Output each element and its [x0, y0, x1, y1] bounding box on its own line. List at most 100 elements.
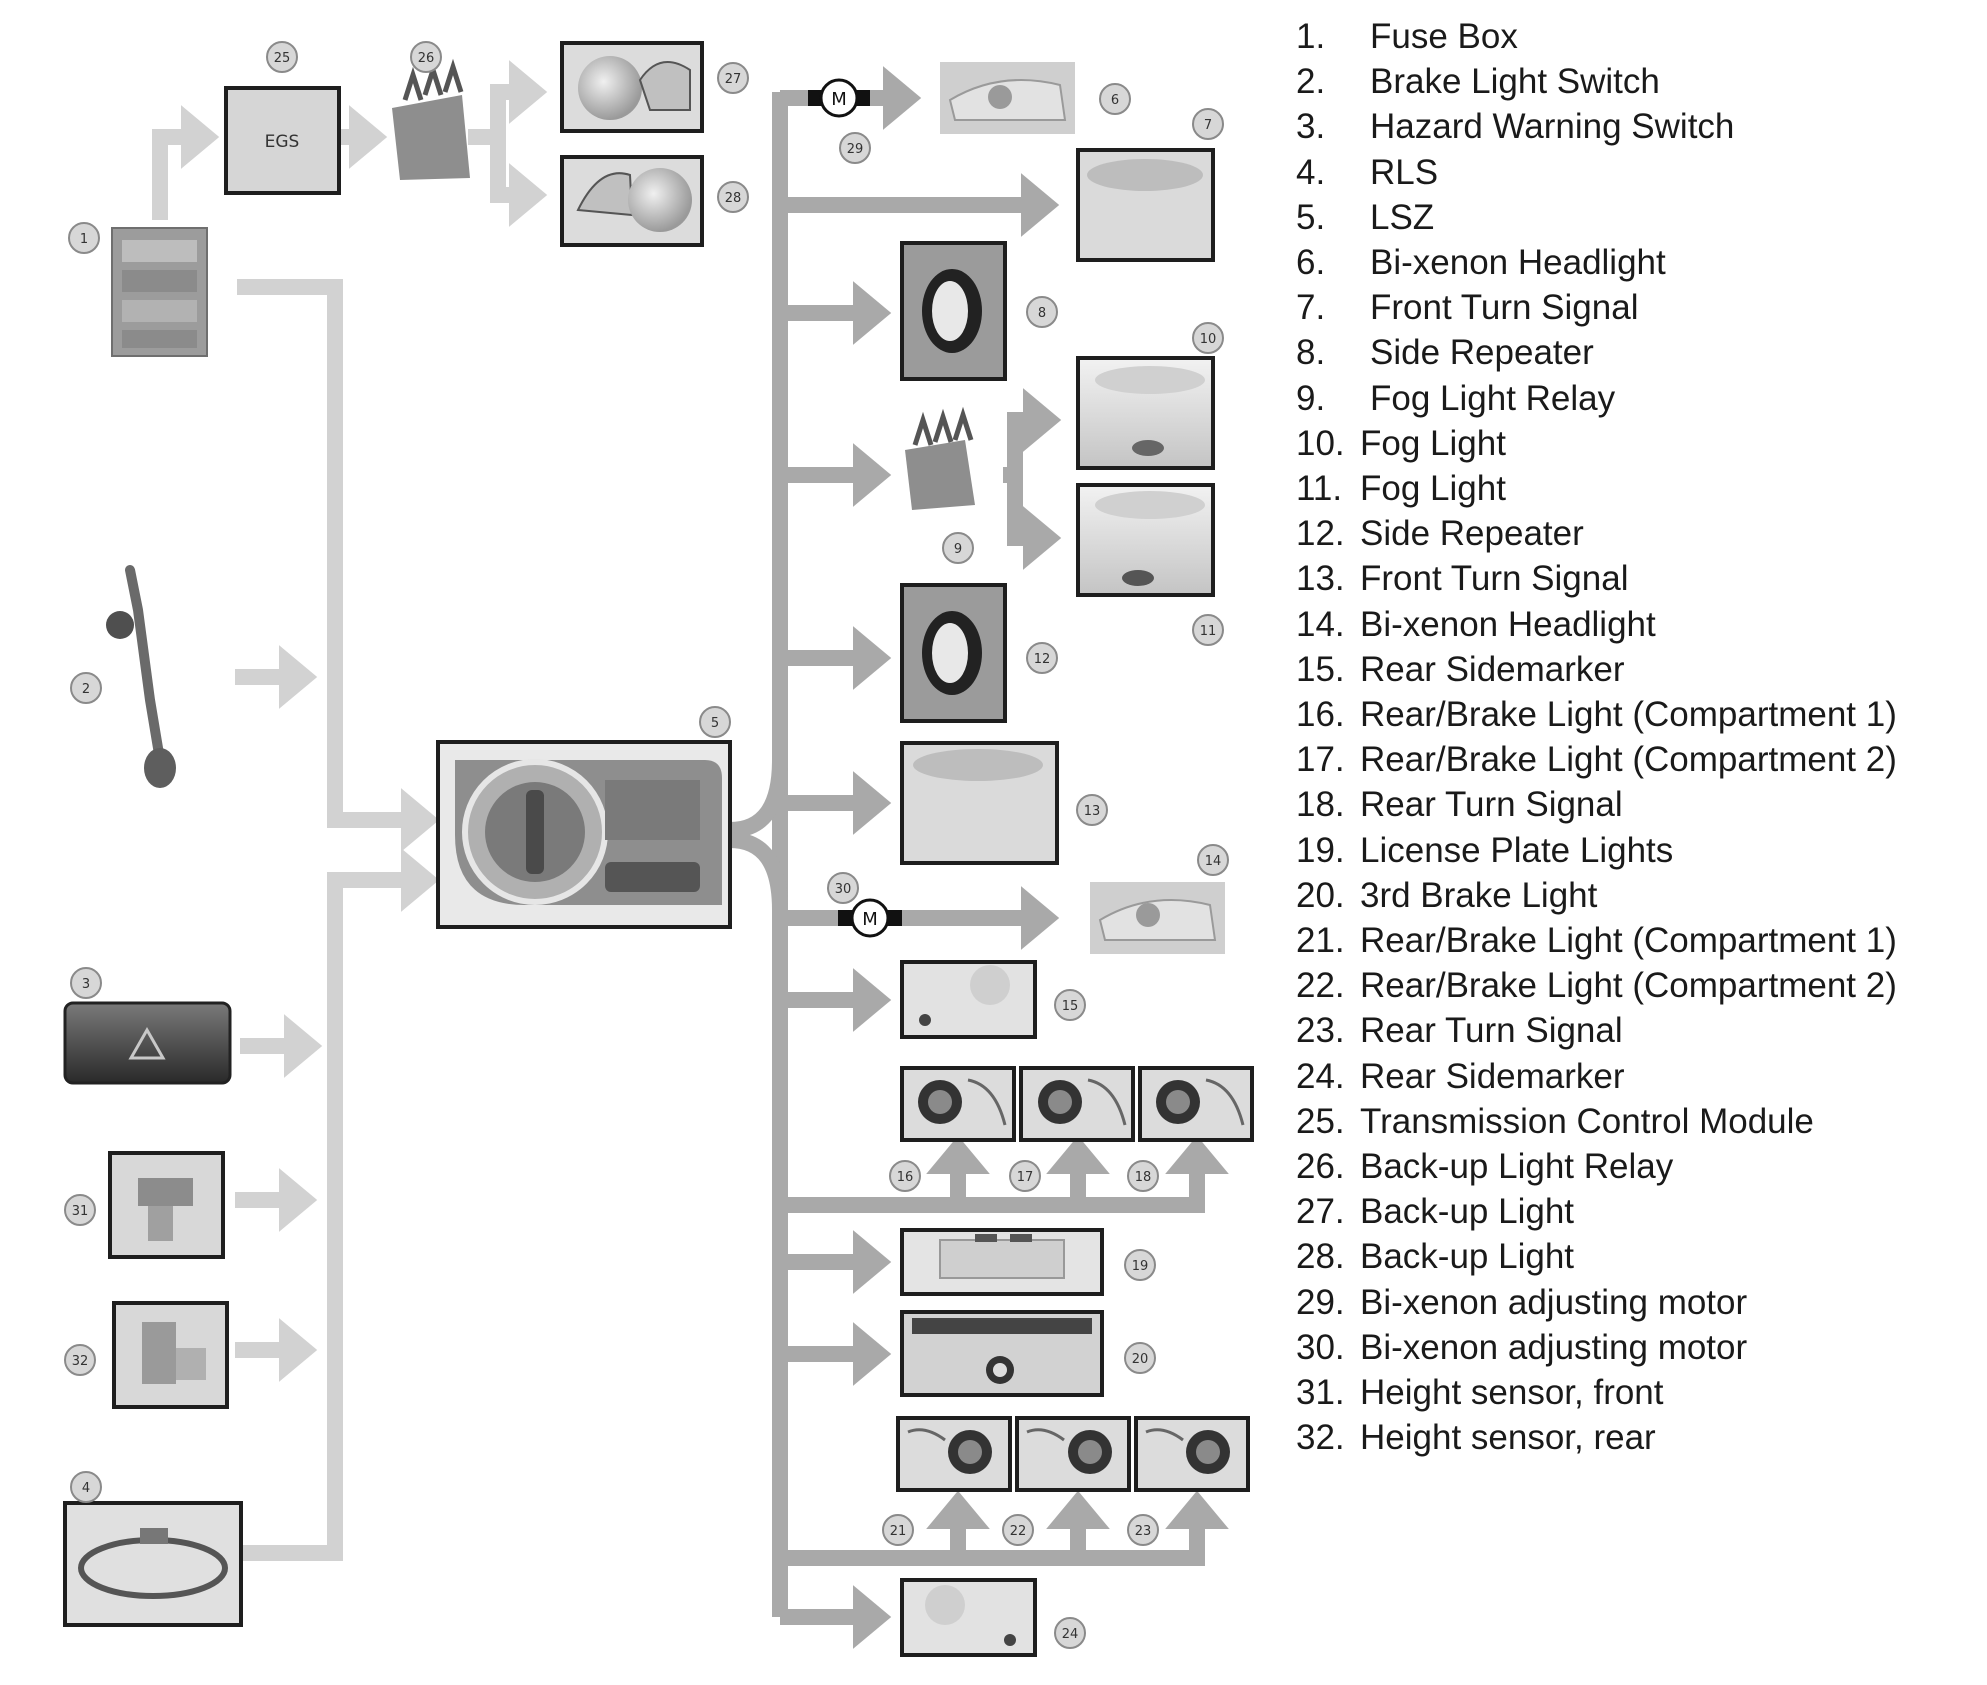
legend-item: 14. Bi-xenon Headlight	[1296, 602, 1986, 647]
callout-number: 24	[1062, 1627, 1079, 1642]
legend-label: Rear/Brake Light (Compartment 2)	[1360, 966, 1897, 1006]
callout-bubble: 21	[882, 1514, 914, 1546]
legend-label: Back-up Light	[1360, 1237, 1575, 1277]
backup-light-27	[560, 41, 704, 133]
callout-number: 17	[1017, 1170, 1034, 1185]
legend-item: 29.Bi-xenon adjusting motor	[1296, 1280, 1986, 1325]
legend-item: 27.Back-up Light	[1296, 1189, 1986, 1234]
callout-bubble: 23	[1127, 1514, 1159, 1546]
callout-number: 15	[1062, 999, 1079, 1014]
legend-item: 5.LSZ	[1296, 195, 1986, 240]
motor-label-30: M	[862, 909, 878, 930]
legend-label: Height sensor, front	[1360, 1373, 1664, 1413]
callout-number: 3	[82, 977, 90, 992]
callout-bubble: 16	[889, 1160, 921, 1192]
legend-label: Rear Sidemarker	[1360, 1056, 1625, 1096]
egs-label: EGS	[265, 132, 300, 152]
callout-number: 32	[72, 1354, 89, 1369]
hazard-warning-switch	[63, 1001, 232, 1085]
front-turn-signal-13	[900, 741, 1059, 865]
rear-turn-signal-23	[1134, 1416, 1250, 1492]
legend-number: 14.	[1296, 604, 1345, 644]
legend-item: 30. Bi-xenon adjusting motor	[1296, 1325, 1986, 1370]
callout-bubble: 12	[1026, 642, 1058, 674]
legend-label: RLS	[1370, 152, 1439, 192]
legend-item: 2. Brake Light Switch	[1296, 59, 1986, 104]
legend-item: 23.Rear Turn Signal	[1296, 1008, 1986, 1053]
callout-bubble: 32	[64, 1344, 96, 1376]
legend-item: 25.Transmission Control Module	[1296, 1099, 1986, 1144]
legend-label: Brake Light Switch	[1370, 62, 1660, 102]
legend-item: 19.License Plate Lights	[1296, 828, 1986, 873]
legend-label: Fuse Box	[1370, 17, 1518, 56]
callout-bubble: 4	[70, 1471, 102, 1503]
callout-number: 30	[835, 882, 852, 897]
legend-number: 30.	[1296, 1327, 1345, 1367]
legend-item: 1. Fuse Box	[1296, 14, 1986, 59]
callout-number: 9	[954, 542, 962, 557]
callout-number: 28	[725, 191, 742, 206]
transmission-control-module: EGS	[224, 86, 341, 195]
callout-bubble: 13	[1076, 794, 1108, 826]
callout-number: 16	[897, 1170, 914, 1185]
legend-item: 12.Side Repeater	[1296, 511, 1986, 556]
callout-number: 19	[1132, 1259, 1149, 1274]
backup-light-28	[560, 155, 704, 247]
callout-number: 11	[1200, 624, 1217, 639]
legend-number: 4.	[1296, 152, 1326, 192]
callout-number: 20	[1132, 1352, 1149, 1367]
legend-number: 21.	[1296, 921, 1345, 961]
bixenon-motor-29: M	[808, 78, 870, 118]
legend-label: Rear Turn Signal	[1360, 1011, 1623, 1051]
callout-number: 1	[80, 232, 88, 247]
callout-bubble: 24	[1054, 1617, 1086, 1649]
rear-brake-light-16	[900, 1066, 1016, 1142]
legend-number: 7.	[1296, 288, 1326, 328]
legend-item: 18.Rear Turn Signal	[1296, 782, 1986, 827]
callout-bubble: 9	[942, 532, 974, 564]
callout-number: 4	[82, 1481, 90, 1496]
callout-bubble: 11	[1192, 614, 1224, 646]
callout-bubble: 29	[839, 132, 871, 164]
callout-bubble: 1	[68, 222, 100, 254]
callout-bubble: 17	[1009, 1160, 1041, 1192]
legend-item: 15.Rear Sidemarker	[1296, 647, 1986, 692]
legend-number: 13.	[1296, 559, 1345, 599]
legend-number: 5.	[1296, 197, 1326, 237]
legend-label: Bi-xenon adjusting motor	[1360, 1327, 1748, 1367]
front-turn-signal-7	[1076, 148, 1215, 262]
side-repeater-12	[900, 583, 1007, 723]
legend-number: 2.	[1296, 62, 1326, 102]
legend-label: Front Turn Signal	[1370, 288, 1639, 328]
callout-number: 18	[1135, 1170, 1152, 1185]
callout-number: 13	[1084, 804, 1101, 819]
legend-number: 25.	[1296, 1101, 1345, 1141]
legend-item: 17.Rear/Brake Light (Compartment 2)	[1296, 737, 1986, 782]
legend-number: 17.	[1296, 740, 1345, 780]
legend-label: Height sensor, rear	[1360, 1418, 1656, 1458]
legend-item: 3.Hazard Warning Switch	[1296, 104, 1986, 149]
legend-number: 9.	[1296, 378, 1326, 418]
height-sensor-rear	[112, 1301, 229, 1409]
callout-number: 27	[725, 72, 742, 87]
legend-item: 32. Height sensor, rear	[1296, 1415, 1986, 1460]
legend-number: 20.	[1296, 875, 1345, 915]
legend-label: Rear Sidemarker	[1360, 649, 1625, 689]
callout-number: 22	[1010, 1524, 1027, 1539]
legend-label: Rear/Brake Light (Compartment 1)	[1360, 695, 1897, 735]
rear-sidemarker-24	[900, 1578, 1037, 1657]
legend-number: 32.	[1296, 1418, 1345, 1458]
legend-item: 31.Height sensor, front	[1296, 1370, 1986, 1415]
legend-number: 1.	[1296, 17, 1326, 56]
legend-number: 6.	[1296, 243, 1326, 283]
rear-brake-light-22	[1015, 1416, 1131, 1492]
callout-number: 6	[1111, 93, 1119, 108]
legend-label: Bi-xenon Headlight	[1360, 604, 1656, 644]
bixenon-headlight-6	[940, 62, 1075, 134]
legend-item: 16.Rear/Brake Light (Compartment 1)	[1296, 692, 1986, 737]
legend-label: Fog Light Relay	[1370, 378, 1616, 418]
legend-label: License Plate Lights	[1360, 830, 1674, 870]
legend-number: 10.	[1296, 423, 1345, 463]
legend-number: 24.	[1296, 1056, 1345, 1096]
